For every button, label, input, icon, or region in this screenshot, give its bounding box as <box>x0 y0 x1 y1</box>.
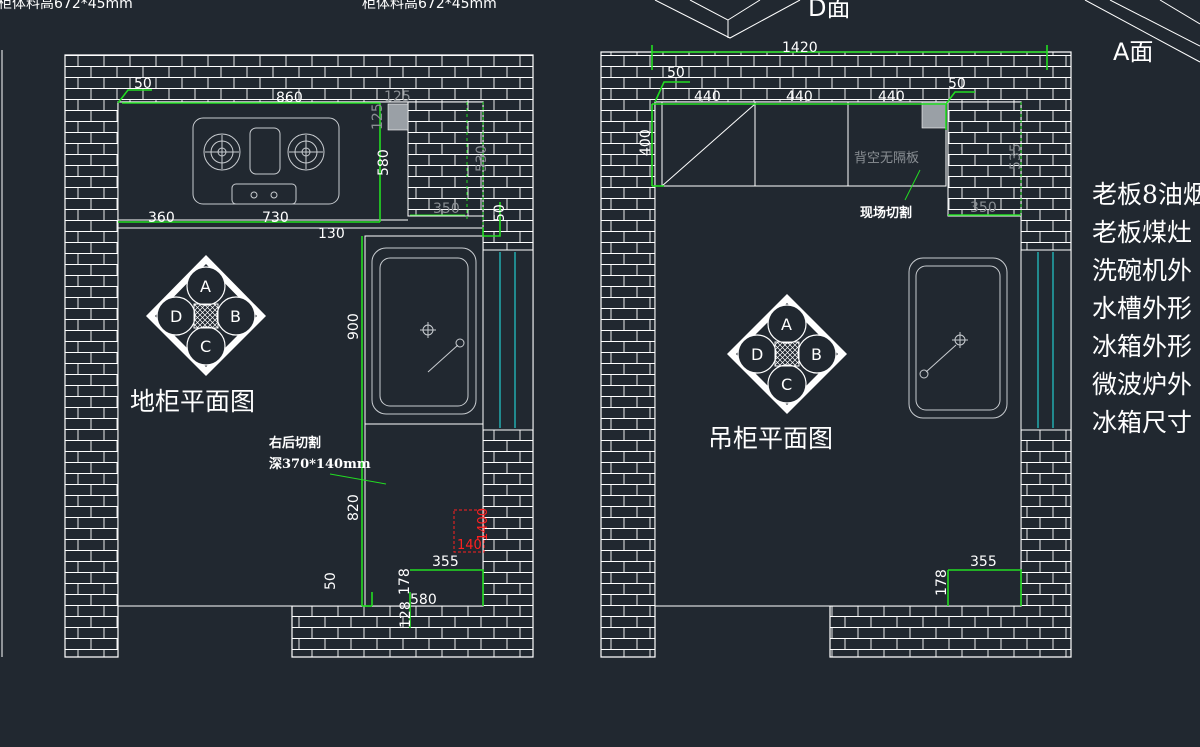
dim-128: 128 <box>398 601 414 628</box>
compass-right: A B C D <box>727 294 847 414</box>
side-list-item: 老板8油烟 <box>1092 180 1200 209</box>
top-mid-note: 柜体料高672*45mm <box>362 0 497 12</box>
dim-900: 900 <box>346 313 362 340</box>
face-d-label: D面 <box>808 0 850 22</box>
dim-580: 580 <box>376 149 392 176</box>
sink-cabinet <box>364 235 484 607</box>
dim-355: 355 <box>432 554 459 570</box>
dim-50-left: 50 <box>667 65 685 81</box>
dim-400: 400 <box>638 129 654 156</box>
left-plan: 50 860 125 125 580 530 360 730 350 50 13… <box>64 54 534 658</box>
left-plan-title: 地柜平面图 <box>130 387 255 416</box>
compass-right-c: C <box>781 375 792 394</box>
side-list: 老板8油烟 老板煤灶 洗碗机外 水槽外形 冰箱外形 微波炉外 冰箱尺寸 <box>1092 180 1200 437</box>
compass-left-b: B <box>230 307 241 326</box>
side-list-item: 洗碗机外 <box>1092 256 1192 285</box>
dim-125a: 125 <box>384 89 411 105</box>
dim-50-top: 50 <box>134 76 152 92</box>
dim-580b: 580 <box>410 592 437 608</box>
compass-left: A B C D <box>146 255 266 376</box>
side-list-item: 老板煤灶 <box>1092 218 1192 247</box>
dim-178-r: 178 <box>934 569 950 596</box>
dim-350-r: 350 <box>970 200 997 216</box>
side-list-item: 水槽外形 <box>1092 294 1192 323</box>
compass-right-d: D <box>751 345 763 364</box>
note-field-cut: 现场切割 <box>860 205 912 221</box>
cut-note-line1: 右后切割 <box>268 435 321 451</box>
dim-440b: 440 <box>786 89 813 105</box>
dim-535: 535 <box>1008 143 1024 170</box>
sink-icon <box>371 247 477 415</box>
cut-note-line2: 深370*140mm <box>269 456 371 472</box>
dim-125b: 125 <box>370 103 386 130</box>
face-a-label: A面 <box>1113 38 1153 66</box>
red-mark-140: 140 <box>457 538 482 553</box>
side-list-item: 微波炉外 <box>1092 370 1192 399</box>
dim-50-bottom: 50 <box>323 572 339 590</box>
dim-355-r: 355 <box>970 554 997 570</box>
dim-178: 178 <box>397 568 413 595</box>
left-pillar <box>407 101 484 217</box>
side-list-item: 冰箱尺寸 <box>1092 408 1192 437</box>
right-plan-title: 吊柜平面图 <box>708 424 833 453</box>
compass-left-d: D <box>170 307 182 326</box>
dim-530: 530 <box>474 145 490 172</box>
face-d-isometric <box>654 0 801 39</box>
wall-cabinets <box>655 101 947 187</box>
right-window <box>1020 249 1072 431</box>
compass-right-b: B <box>811 345 822 364</box>
side-list-item: 冰箱外形 <box>1092 332 1192 361</box>
top-left-note: 柜体料高672*45mm <box>0 0 133 12</box>
dim-1420: 1420 <box>782 40 818 56</box>
compass-left-a: A <box>200 277 211 296</box>
dim-360: 360 <box>148 210 175 226</box>
dim-730: 730 <box>262 210 289 226</box>
dim-50-right-r: 50 <box>948 76 966 92</box>
dim-130: 130 <box>318 226 345 242</box>
dim-860: 860 <box>276 90 303 106</box>
note-back-empty: 背空无隔板 <box>854 151 919 166</box>
stove-icon <box>192 117 340 205</box>
dim-440a: 440 <box>694 89 721 105</box>
face-a-isometric <box>1084 0 1200 63</box>
dim-440c: 440 <box>878 89 905 105</box>
dim-50-right: 50 <box>492 204 508 222</box>
right-pillar <box>947 101 1022 217</box>
red-mark-box <box>453 509 485 553</box>
red-mark-1400: 1400 <box>476 508 491 541</box>
compass-right-a: A <box>781 315 792 334</box>
left-window <box>482 249 534 431</box>
compass-left-c: C <box>200 337 211 356</box>
dim-820: 820 <box>346 494 362 521</box>
dim-350: 350 <box>433 201 460 217</box>
right-plan: 1420 50 440 440 440 50 400 535 350 355 1… <box>600 40 1072 658</box>
sink-icon-right <box>908 257 1008 419</box>
